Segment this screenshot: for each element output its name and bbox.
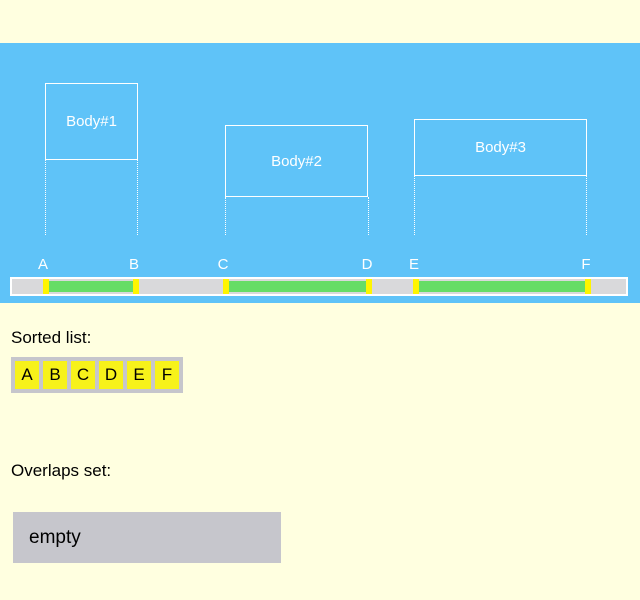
interval-span-body1[interactable] <box>47 281 139 292</box>
endpoint-label-a: A <box>37 256 48 273</box>
endpoint-marker-c[interactable] <box>223 279 229 294</box>
guide-line-b <box>137 160 138 235</box>
endpoint-label-f: F <box>581 256 591 273</box>
sorted-list-item[interactable]: F <box>155 361 179 389</box>
sorted-list-item[interactable]: C <box>71 361 95 389</box>
guide-line-c <box>225 197 226 235</box>
guide-line-a <box>45 160 46 235</box>
endpoint-label-b: B <box>128 256 139 273</box>
guide-line-f <box>586 176 587 235</box>
sorted-list-item[interactable]: A <box>15 361 39 389</box>
sorted-list-item[interactable]: B <box>43 361 67 389</box>
sorted-list-item[interactable]: D <box>99 361 123 389</box>
sorted-list-item[interactable]: E <box>127 361 151 389</box>
visualization-panel: Body#1 Body#2 Body#3 A B C D E F <box>0 43 640 303</box>
endpoint-marker-b[interactable] <box>133 279 139 294</box>
body-box-1-label: Body#1 <box>66 113 117 130</box>
guide-line-d <box>368 197 369 235</box>
body-box-3-label: Body#3 <box>475 139 526 156</box>
body-box-2-label: Body#2 <box>271 152 322 170</box>
endpoint-label-c: C <box>217 256 229 273</box>
body-box-1: Body#1 <box>45 83 138 160</box>
timeline-track[interactable] <box>10 277 628 296</box>
body-box-2: Body#2 <box>225 125 368 197</box>
endpoint-marker-e[interactable] <box>413 279 419 294</box>
sorted-list-container: A B C D E F <box>11 357 183 393</box>
overlaps-set-value: empty <box>29 526 81 548</box>
endpoint-label-e: E <box>408 256 419 273</box>
endpoint-marker-a[interactable] <box>43 279 49 294</box>
interval-span-body3[interactable] <box>417 281 589 292</box>
endpoint-label-d: D <box>361 256 373 273</box>
interval-span-body2[interactable] <box>227 281 370 292</box>
endpoint-marker-d[interactable] <box>366 279 372 294</box>
endpoint-marker-f[interactable] <box>585 279 591 294</box>
overlaps-set-heading: Overlaps set: <box>11 461 112 480</box>
guide-line-e <box>414 176 415 235</box>
body-box-3: Body#3 <box>414 119 587 176</box>
overlaps-set-box: empty <box>13 512 281 563</box>
sorted-list-heading: Sorted list: <box>11 328 92 347</box>
